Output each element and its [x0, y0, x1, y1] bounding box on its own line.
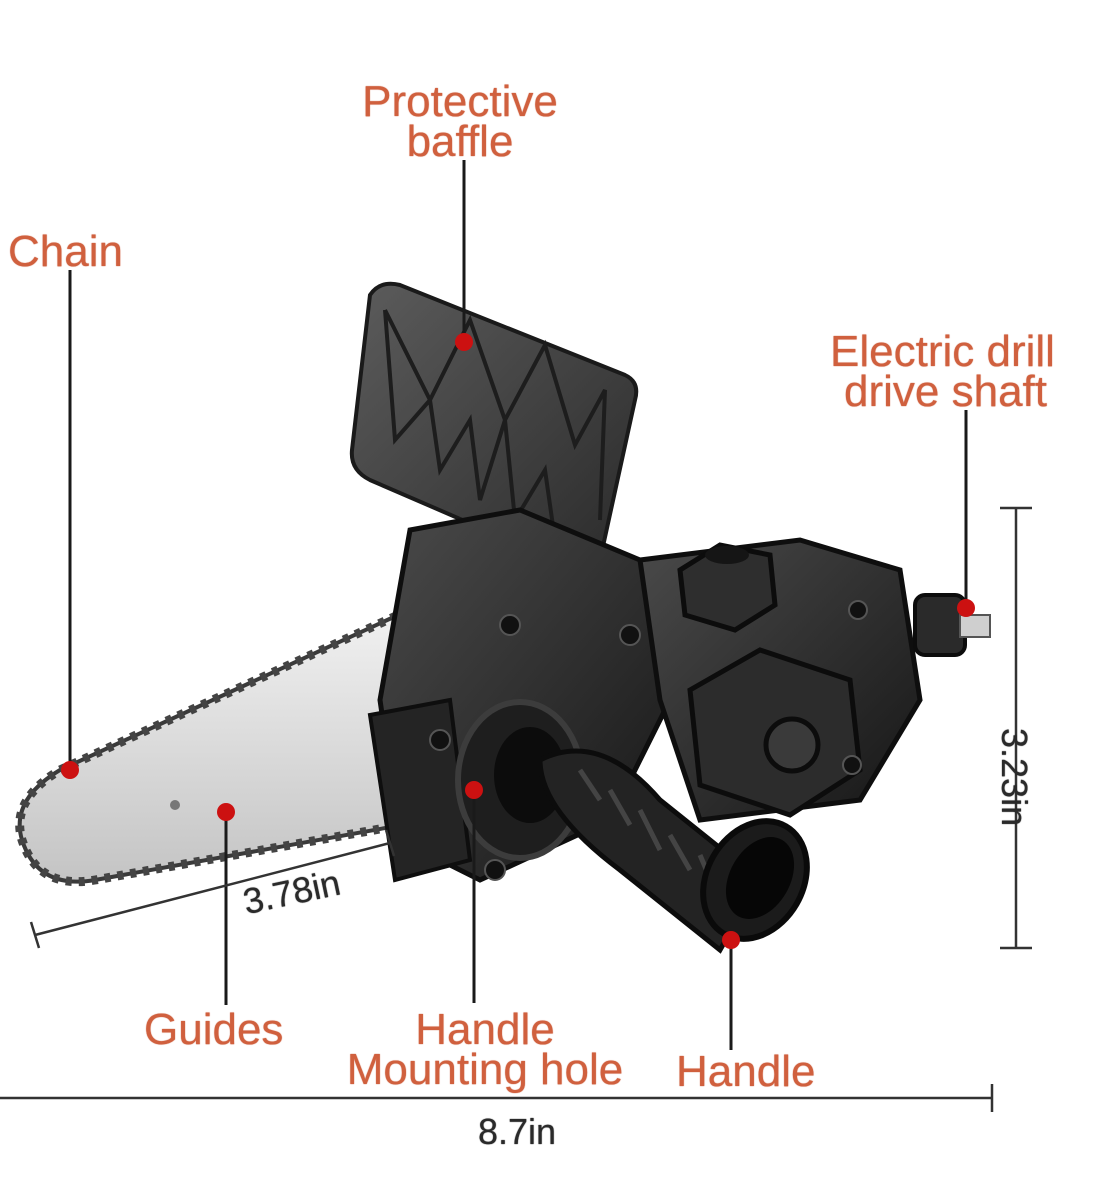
dot-handle: [722, 931, 740, 949]
label-guides: Guides: [144, 1005, 284, 1054]
label-protective-baffle: Protective baffle: [362, 77, 558, 166]
dim-line-height: [1000, 506, 1032, 950]
dimension-height: 3.23in: [994, 728, 1035, 827]
label-electric-drill-drive-shaft: Electric drill drive shaft: [830, 332, 1055, 412]
dot-guides: [217, 803, 235, 821]
dot-protective-baffle: [455, 333, 473, 351]
gearbox: [637, 537, 991, 823]
guide-bar: [15, 600, 433, 887]
dim-line-bar: [29, 829, 396, 949]
dimension-total-length: 8.7in: [478, 1111, 557, 1152]
marker-dots: [61, 333, 975, 949]
dimension-lines: [0, 506, 1032, 1112]
leader-lines: [68, 160, 968, 1050]
label-chain: Chain: [8, 227, 123, 276]
dim-line-total: [0, 1084, 994, 1112]
chainsaw-product: [15, 281, 991, 954]
dot-chain: [61, 761, 79, 779]
dot-mounting-hole: [465, 781, 483, 799]
dot-drive-shaft: [957, 599, 975, 617]
label-handle-mounting-hole: Handle Mounting hole: [346, 1005, 624, 1094]
label-handle: Handle: [676, 1047, 816, 1096]
side-handle: [537, 748, 810, 954]
